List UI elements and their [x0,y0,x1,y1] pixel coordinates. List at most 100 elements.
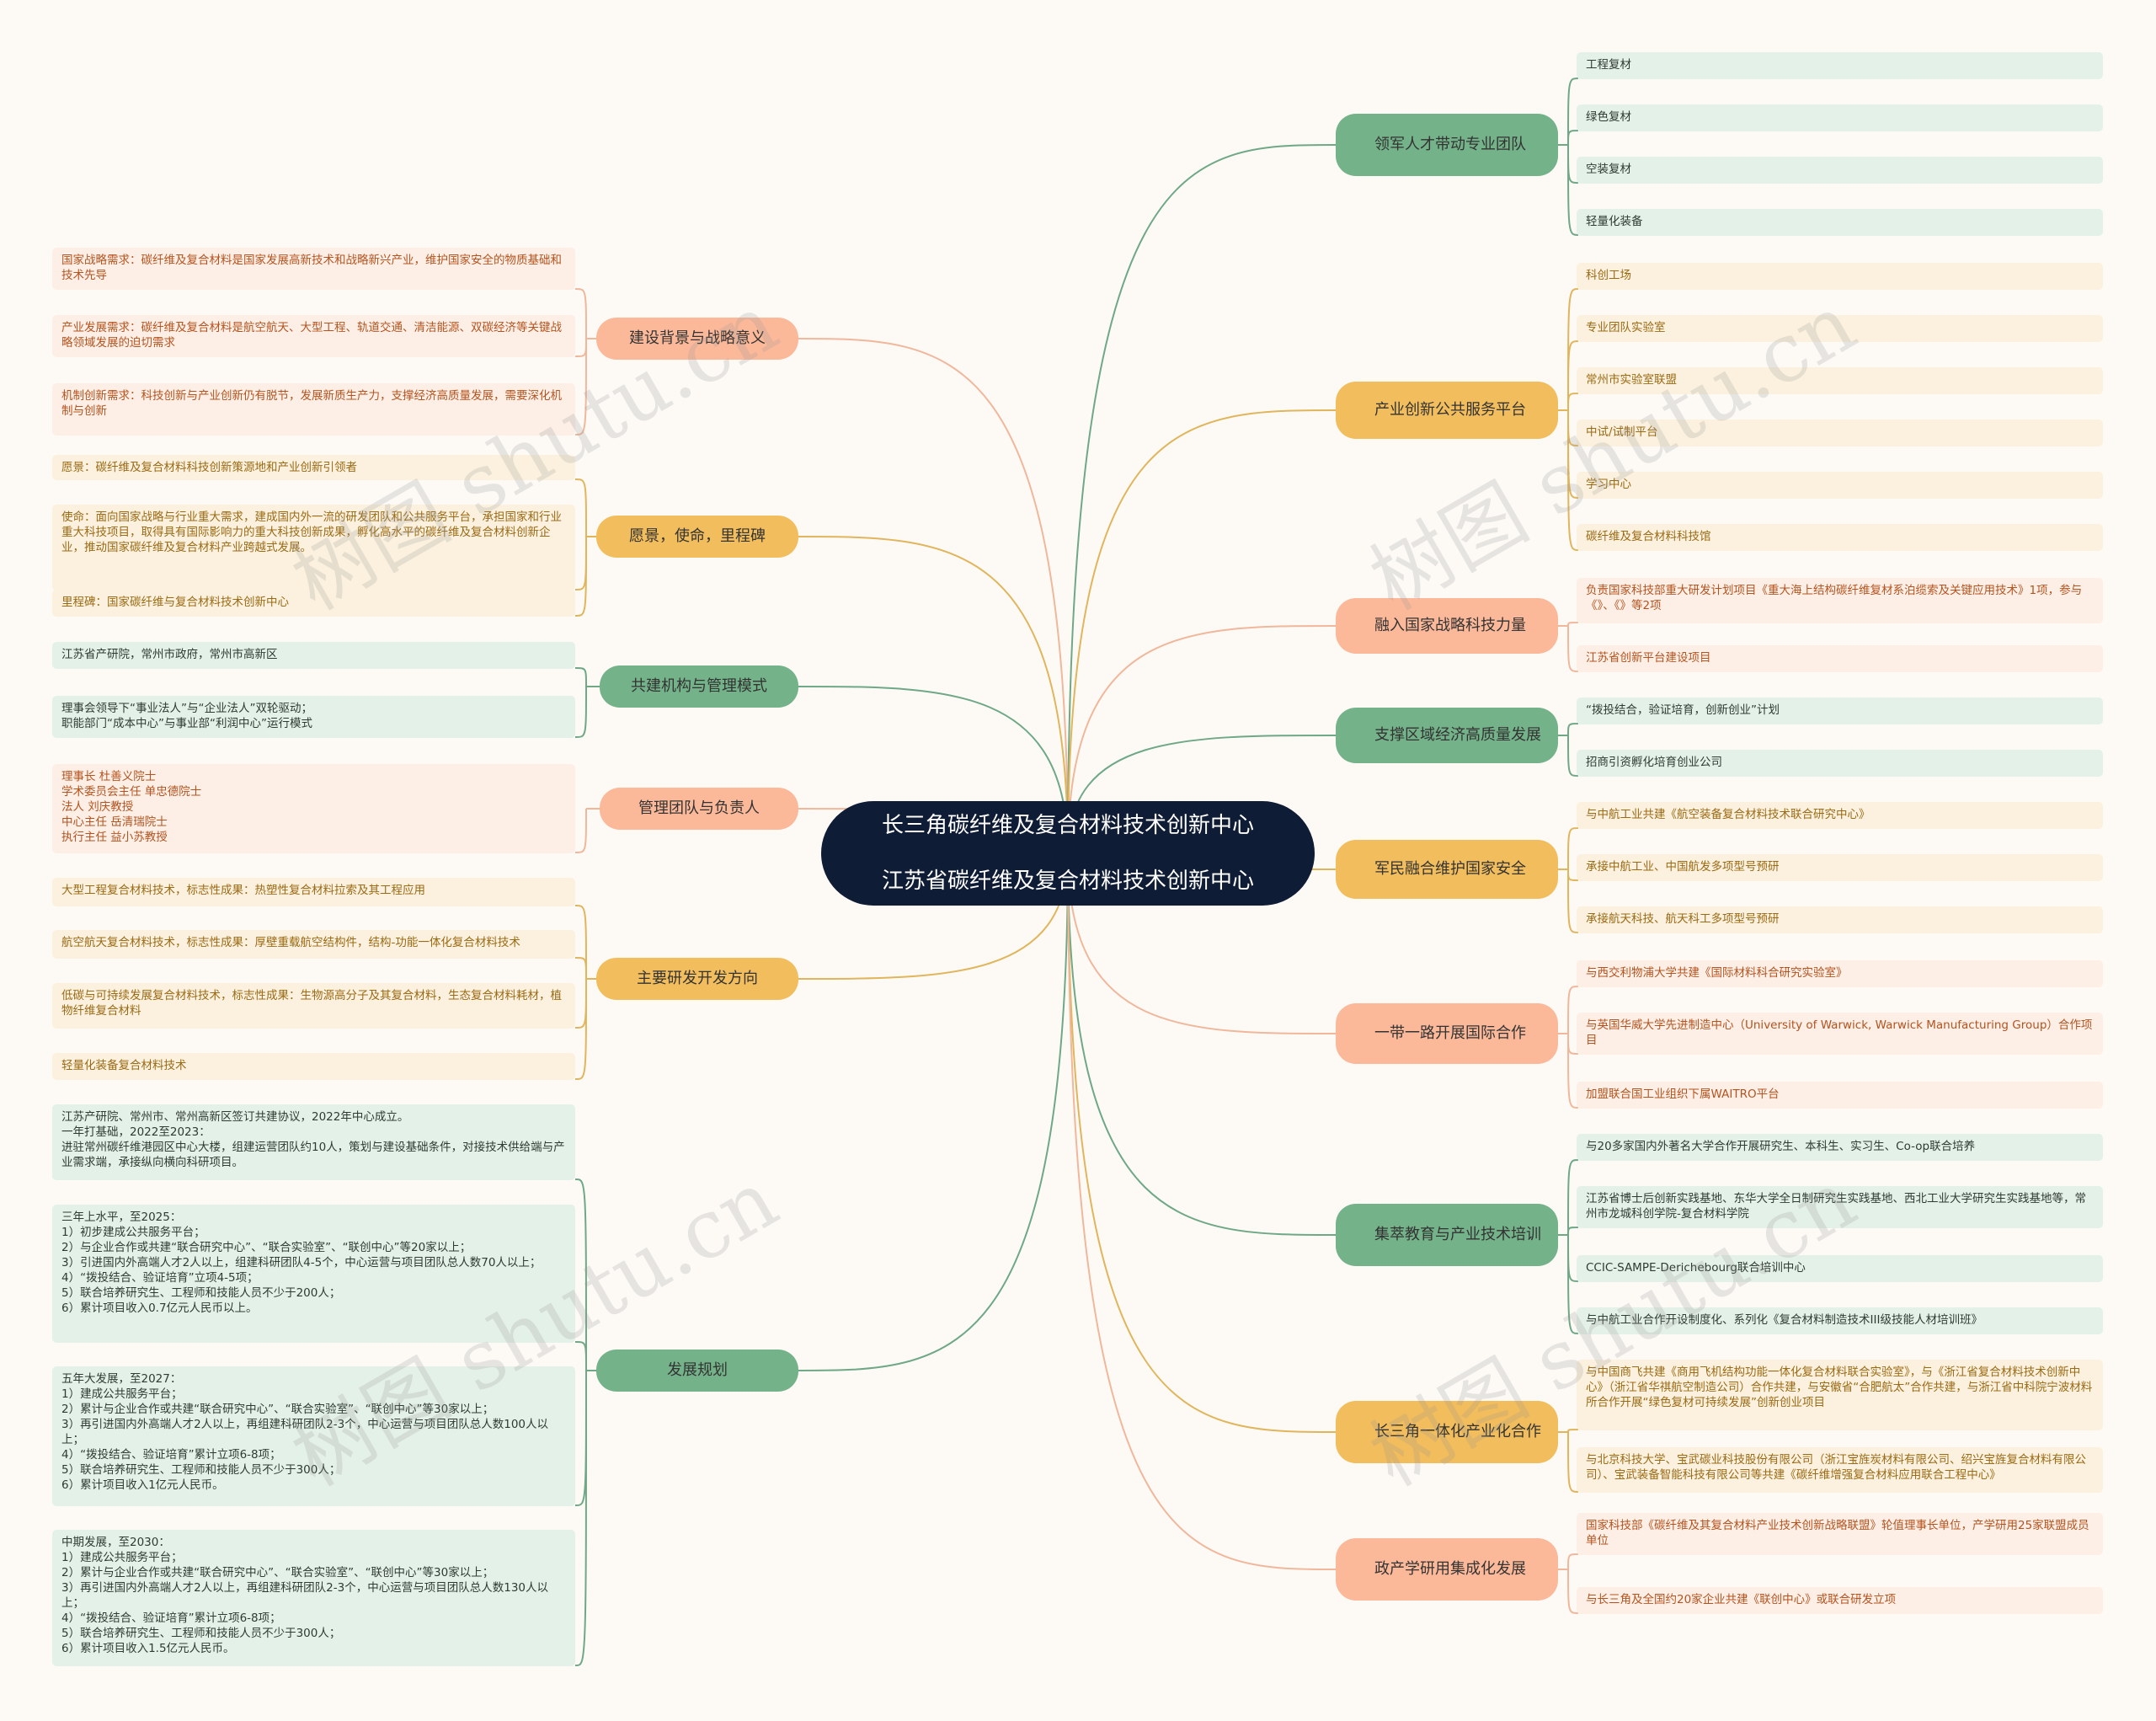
branch-connector [1067,409,1337,854]
leaf-topic[interactable]: 专业团队实验室 [1577,315,2103,342]
leaf-topic[interactable]: 中期发展，至2030： 1）建成公共服务平台； 2）累计与企业合作或共建“联合研… [52,1530,575,1666]
leaf-topic[interactable]: 与北京科技大学、宝武碳业科技股份有限公司（浙江宝旌炭材料有限公司、绍兴宝旌复合材… [1577,1447,2103,1493]
leaf-topic[interactable]: 与英国华威大学先进制造中心（University of Warwick, War… [1577,1013,2103,1055]
leaf-topic[interactable]: 与中航工业共建《航空装备复合材料技术联合研究中心》 [1577,802,2103,829]
branch-connector [1067,852,1337,1433]
leaf-connector [575,536,587,591]
branch-connector [798,536,1069,854]
leaf-topic[interactable]: 三年上水平，至2025： 1）初步建成公共服务平台； 2）与企业合作或共建“联合… [52,1205,575,1343]
branch-topic[interactable]: 军民融合维护国家安全 [1336,840,1558,899]
branch-connector [798,338,1069,854]
leaf-connector [575,338,587,357]
leaf-topic[interactable]: “拨投结合，验证培育，创新创业”计划 [1577,697,2103,724]
leaf-topic[interactable]: CCIC-SAMPE-Derichebourg联合培训中心 [1577,1255,2103,1282]
branch-topic[interactable]: 支撑区域经济高质量发展 [1336,708,1558,763]
leaf-topic[interactable]: 产业发展需求：碳纤维及复合材料是航空航天、大型工程、轨道交通、清洁能源、双碳经济… [52,315,575,357]
leaf-topic[interactable]: 与长三角及全国约20家企业共建《联创中心》或联合研发立项 [1577,1587,2103,1614]
leaf-connector [575,478,587,537]
leaf-connector [1567,130,1579,146]
leaf-topic[interactable]: 江苏省产研院，常州市政府，常州市高新区 [52,642,575,669]
leaf-connector [1567,1553,1579,1570]
leaf-topic[interactable]: 与20多家国内外著名大学合作开展研究生、本科生、实习生、Co-op联合培养 [1577,1134,2103,1161]
leaf-topic[interactable]: 科创工场 [1577,263,2103,290]
leaf-topic[interactable]: 理事会领导下“事业法人”与“企业法人”双轮驱动； 职能部门“成本中心”与事业部“… [52,696,575,738]
leaf-connector [575,1179,587,1371]
leaf-topic[interactable]: 国家科技部《碳纤维及其复合材料产业技术创新战略联盟》轮值理事长单位，产学研用25… [1577,1513,2103,1555]
leaf-topic[interactable]: 与西交利物浦大学共建《国际材料科合研究实验室》 [1577,960,2103,987]
leaf-topic[interactable]: 低碳与可持续发展复合材料技术，标志性成果：生物源高分子及其复合材料，生态复合材料… [52,983,575,1029]
leaf-topic[interactable]: 五年大发展，至2027： 1）建成公共服务平台； 2）累计与企业合作或共建“联合… [52,1366,575,1506]
branch-connector [1067,625,1337,854]
leaf-connector [575,338,587,436]
leaf-topic[interactable]: 愿景：碳纤维及复合材料科技创新策源地和产业创新引领者 [52,455,575,480]
branch-connector [798,686,1069,854]
leaf-connector [575,536,587,617]
leaf-topic[interactable]: 绿色复材 [1577,104,2103,131]
leaf-connector [575,978,587,1029]
leaf-connector [575,905,587,980]
leaf-topic[interactable]: 理事长 杜善义院士 学术委员会主任 单忠德院士 法人 刘庆教授 中心主任 岳清瑞… [52,764,575,853]
leaf-connector [1567,723,1579,736]
leaf-connector [575,978,587,1080]
branch-connector [1067,852,1337,1034]
branch-topic[interactable]: 共建机构与管理模式 [600,665,798,708]
leaf-connector [575,957,587,980]
leaf-connector [575,686,587,738]
leaf-topic[interactable]: 与中航工业合作开设制度化、系列化《复合材料制造技术III级技能人材培训班》 [1577,1307,2103,1334]
center-title-line2: 江苏省碳纤维及复合材料技术创新中心 [881,869,1254,894]
branch-topic[interactable]: 集萃教育与产业技术培训 [1336,1204,1558,1266]
branch-topic[interactable]: 长三角一体化产业化合作 [1336,1401,1558,1463]
leaf-connector [1567,1159,1579,1236]
leaf-topic[interactable]: 与中国商飞共建《商用飞机结构功能一体化复合材料联合实验室》，与《浙江省复合材料技… [1577,1360,2103,1430]
leaf-topic[interactable]: 江苏产研院、常州市、常州高新区签订共建协议，2022年中心成立。 一年打基础，2… [52,1104,575,1180]
branch-topic[interactable]: 领军人才带动专业团队 [1336,114,1558,176]
leaf-connector [575,1370,587,1666]
leaf-topic[interactable]: 常州市实验室联盟 [1577,367,2103,394]
leaf-topic[interactable]: 国家战略需求：碳纤维及复合材料是国家发展高新技术和战略新兴产业，维护国家安全的物… [52,248,575,290]
leaf-topic[interactable]: 机制创新需求：科技创新与产业创新仍有脱节，发展新质生产力，支撑经济高质量发展，需… [52,383,575,436]
leaf-topic[interactable]: 里程碑：国家碳纤维与复合材料技术创新中心 [52,590,575,617]
leaf-connector [575,1341,587,1371]
leaf-connector [1567,1429,1579,1433]
leaf-topic[interactable]: 轻量化装备 [1577,209,2103,236]
leaf-topic[interactable]: 航空航天复合材料技术，标志性成果：厚壁重载航空结构件，结构-功能一体化复合材料技… [52,930,575,959]
branch-topic[interactable]: 政产学研用集成化发展 [1336,1538,1558,1601]
leaf-topic[interactable]: 承接中航工业、中国航发多项型号预研 [1577,854,2103,881]
branch-topic[interactable]: 愿景，使命，里程碑 [596,516,798,558]
branch-connector [1067,852,1337,1570]
leaf-topic[interactable]: 工程复材 [1577,52,2103,79]
leaf-connector [575,1370,587,1506]
branch-connector [1067,144,1337,854]
branch-topic[interactable]: 建设背景与战略意义 [596,318,798,360]
center-title-line1: 长三角碳纤维及复合材料技术创新中心 [881,813,1254,838]
branch-topic[interactable]: 管理团队与负责人 [600,788,798,830]
leaf-topic[interactable]: 碳纤维及复合材料科技馆 [1577,524,2103,551]
leaf-connector [575,667,587,687]
branch-topic[interactable]: 融入国家战略科技力量 [1336,598,1558,654]
leaf-topic[interactable]: 学习中心 [1577,472,2103,499]
leaf-topic[interactable]: 使命：面向国家战略与行业重大需求，建成国内外一流的研发团队和公共服务平台，承担国… [52,505,575,591]
branch-topic[interactable]: 发展规划 [596,1350,798,1392]
leaf-connector [1567,1227,1579,1236]
branch-topic[interactable]: 产业创新公共服务平台 [1336,382,1558,439]
leaf-topic[interactable]: 承接航天科技、航天科工多项型号预研 [1577,906,2103,933]
leaf-topic[interactable]: 大型工程复合材料技术，标志性成果：热塑性复合材料拉索及其工程应用 [52,878,575,906]
leaf-topic[interactable]: 负责国家科技部重大研发计划项目《重大海上结构碳纤维复材系泊缆索及关键应用技术》1… [1577,578,2103,623]
leaf-topic[interactable]: 空装复材 [1577,157,2103,184]
leaf-connector [1567,622,1579,627]
branch-connector [1067,852,1337,1236]
leaf-topic[interactable]: 轻量化装备复合材料技术 [52,1053,575,1080]
leaf-connector [1567,409,1579,551]
leaf-connector [575,808,587,853]
branch-connector [798,852,1069,1371]
leaf-topic[interactable]: 招商引资孵化培育创业公司 [1577,750,2103,777]
leaf-connector [1567,1234,1579,1334]
leaf-topic[interactable]: 中试/试制平台 [1577,420,2103,446]
branch-topic[interactable]: 主要研发开发方向 [596,958,798,1000]
center-topic[interactable]: 长三角碳纤维及复合材料技术创新中心 江苏省碳纤维及复合材料技术创新中心 [821,801,1315,906]
branch-topic[interactable]: 一带一路开展国际合作 [1336,1003,1558,1064]
leaf-topic[interactable]: 江苏省创新平台建设项目 [1577,645,2103,672]
leaf-topic[interactable]: 江苏省博士后创新实践基地、东华大学全日制研究生实践基地、西北工业大学研究生实践基… [1577,1186,2103,1228]
leaf-topic[interactable]: 加盟联合国工业组织下属WAITRO平台 [1577,1082,2103,1109]
leaf-connector [575,288,587,339]
